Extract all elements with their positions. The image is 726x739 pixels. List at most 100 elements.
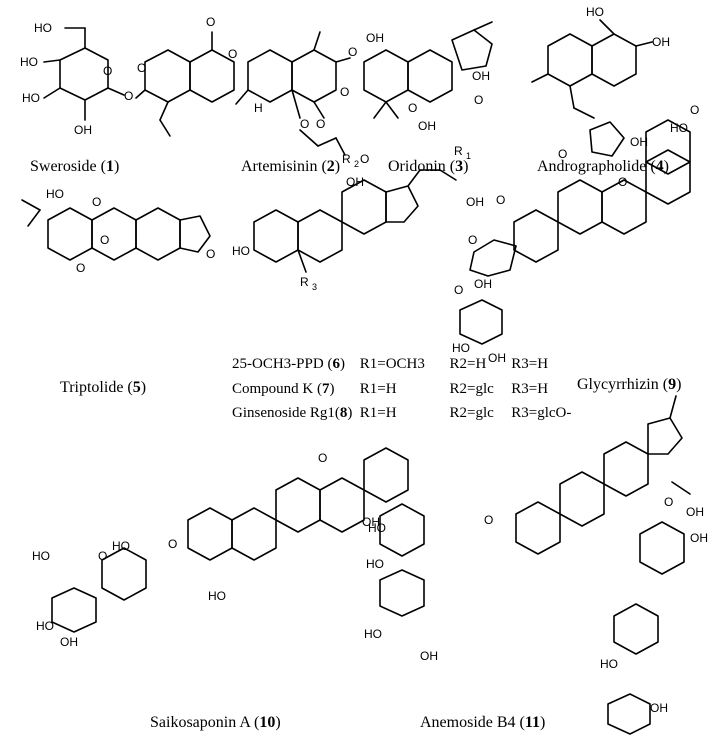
svg-text:OH: OH (420, 649, 438, 663)
structure-sweroside: HO HO HO OH O O O O O (20, 15, 237, 137)
svg-text:HO: HO (586, 5, 604, 19)
caption-andrographolide: Andrographolide (4) (537, 158, 669, 175)
row-r1: R1=H (359, 381, 397, 397)
row-name: 25-OCH3-PPD (6) (232, 356, 345, 372)
row-r1: R1=OCH3 (359, 356, 425, 372)
compound-number: 10 (259, 714, 276, 731)
structure-triptolide: HO O O O O (21, 187, 215, 275)
row-r3: R3=glcO- (511, 405, 572, 421)
svg-text:OH: OH (488, 351, 506, 365)
compound-name: Glycyrrhizin (577, 376, 659, 393)
svg-text:HO: HO (46, 187, 64, 201)
svg-text:O: O (168, 537, 177, 551)
svg-text:2: 2 (354, 159, 359, 169)
svg-text:HO: HO (208, 589, 226, 603)
compound-name: Anemoside B4 (420, 714, 516, 731)
caption-artemisinin: Artemisinin (2) (241, 158, 341, 175)
row-name: Compound K (7) (232, 381, 335, 397)
compound-number: 1 (105, 158, 114, 175)
substituent-row-7: Compound K (7) R1=H R2=glc R3=H (232, 381, 548, 398)
compound-number: 4 (655, 158, 664, 175)
svg-text:HO: HO (452, 341, 470, 355)
svg-text:O: O (484, 513, 493, 527)
compound-name: Triptolide (60, 379, 124, 396)
structure-andrographolide: HO OH O OH (531, 5, 670, 161)
row-r2: R2=H (449, 356, 487, 372)
svg-text:R: R (342, 152, 351, 166)
svg-text:O: O (496, 193, 505, 207)
svg-text:OH: OH (366, 31, 384, 45)
svg-text:HO: HO (22, 91, 40, 105)
structure-oridonin: OH O OH O OH (363, 21, 493, 133)
svg-text:HO: HO (32, 549, 50, 563)
svg-text:OH: OH (650, 701, 668, 715)
compound-number: 9 (668, 376, 677, 393)
caption-glycyrrhizin: Glycyrrhizin (9) (577, 376, 682, 393)
svg-text:OH: OH (60, 635, 78, 649)
svg-text:O: O (100, 233, 109, 247)
svg-text:HO: HO (112, 539, 130, 553)
svg-text:O: O (137, 61, 146, 75)
svg-text:R: R (300, 275, 309, 289)
svg-text:OH: OH (474, 277, 492, 291)
svg-text:OH: OH (686, 505, 704, 519)
svg-text:O: O (348, 45, 357, 59)
substituent-row-8: Ginsenoside Rg1(8) R1=H R2=glc R3=glcO- (232, 405, 571, 422)
svg-text:O: O (454, 283, 463, 297)
svg-text:HO: HO (36, 619, 54, 633)
svg-text:O: O (316, 117, 325, 131)
svg-text:OH: OH (690, 531, 708, 545)
svg-text:O: O (228, 47, 237, 61)
svg-text:O: O (98, 549, 107, 563)
svg-text:O: O (103, 64, 112, 78)
svg-text:O: O (206, 15, 215, 29)
caption-oridonin: Oridonin (3) (388, 158, 469, 175)
svg-text:OH: OH (362, 515, 380, 529)
svg-text:O: O (474, 93, 483, 107)
svg-text:O: O (76, 261, 85, 275)
svg-text:O: O (360, 152, 369, 166)
compound-name: Artemisinin (241, 158, 318, 175)
compound-name: Oridonin (388, 158, 446, 175)
row-r3: R3=H (511, 381, 549, 397)
svg-text:OH: OH (74, 123, 92, 137)
svg-text:O: O (124, 89, 133, 103)
row-r1: R1=H (359, 405, 397, 421)
row-name: Ginsenoside Rg1(8) (232, 405, 353, 421)
svg-text:HO: HO (366, 557, 384, 571)
row-r2: R2=glc (449, 405, 494, 421)
caption-triptolide: Triptolide (5) (60, 379, 147, 396)
svg-text:HO: HO (364, 627, 382, 641)
svg-text:HO: HO (34, 21, 52, 35)
svg-text:O: O (468, 233, 477, 247)
svg-text:O: O (206, 247, 215, 261)
compound-number: 3 (455, 158, 464, 175)
svg-text:HO: HO (232, 244, 250, 258)
svg-text:O: O (340, 85, 349, 99)
svg-text:O: O (664, 495, 673, 509)
svg-text:OH: OH (652, 35, 670, 49)
caption-saikosaponin-a: Saikosaponin A (10) (150, 714, 281, 731)
svg-text:H: H (254, 101, 263, 115)
compound-name: Saikosaponin A (150, 714, 251, 731)
svg-text:HO: HO (670, 121, 688, 135)
svg-text:OH: OH (472, 69, 490, 83)
row-r2: R2=glc (449, 381, 494, 397)
compound-number: 5 (132, 379, 141, 396)
compound-number: 11 (524, 714, 540, 731)
caption-sweroside: Sweroside (1) (30, 158, 120, 175)
svg-text:OH: OH (346, 175, 364, 189)
compound-name: Andrographolide (537, 158, 647, 175)
svg-text:O: O (300, 117, 309, 131)
svg-text:O: O (558, 147, 567, 161)
svg-text:3: 3 (312, 282, 317, 292)
svg-text:HO: HO (600, 657, 618, 671)
svg-text:OH: OH (466, 195, 484, 209)
compound-number: 2 (326, 158, 335, 175)
svg-text:O: O (408, 101, 417, 115)
